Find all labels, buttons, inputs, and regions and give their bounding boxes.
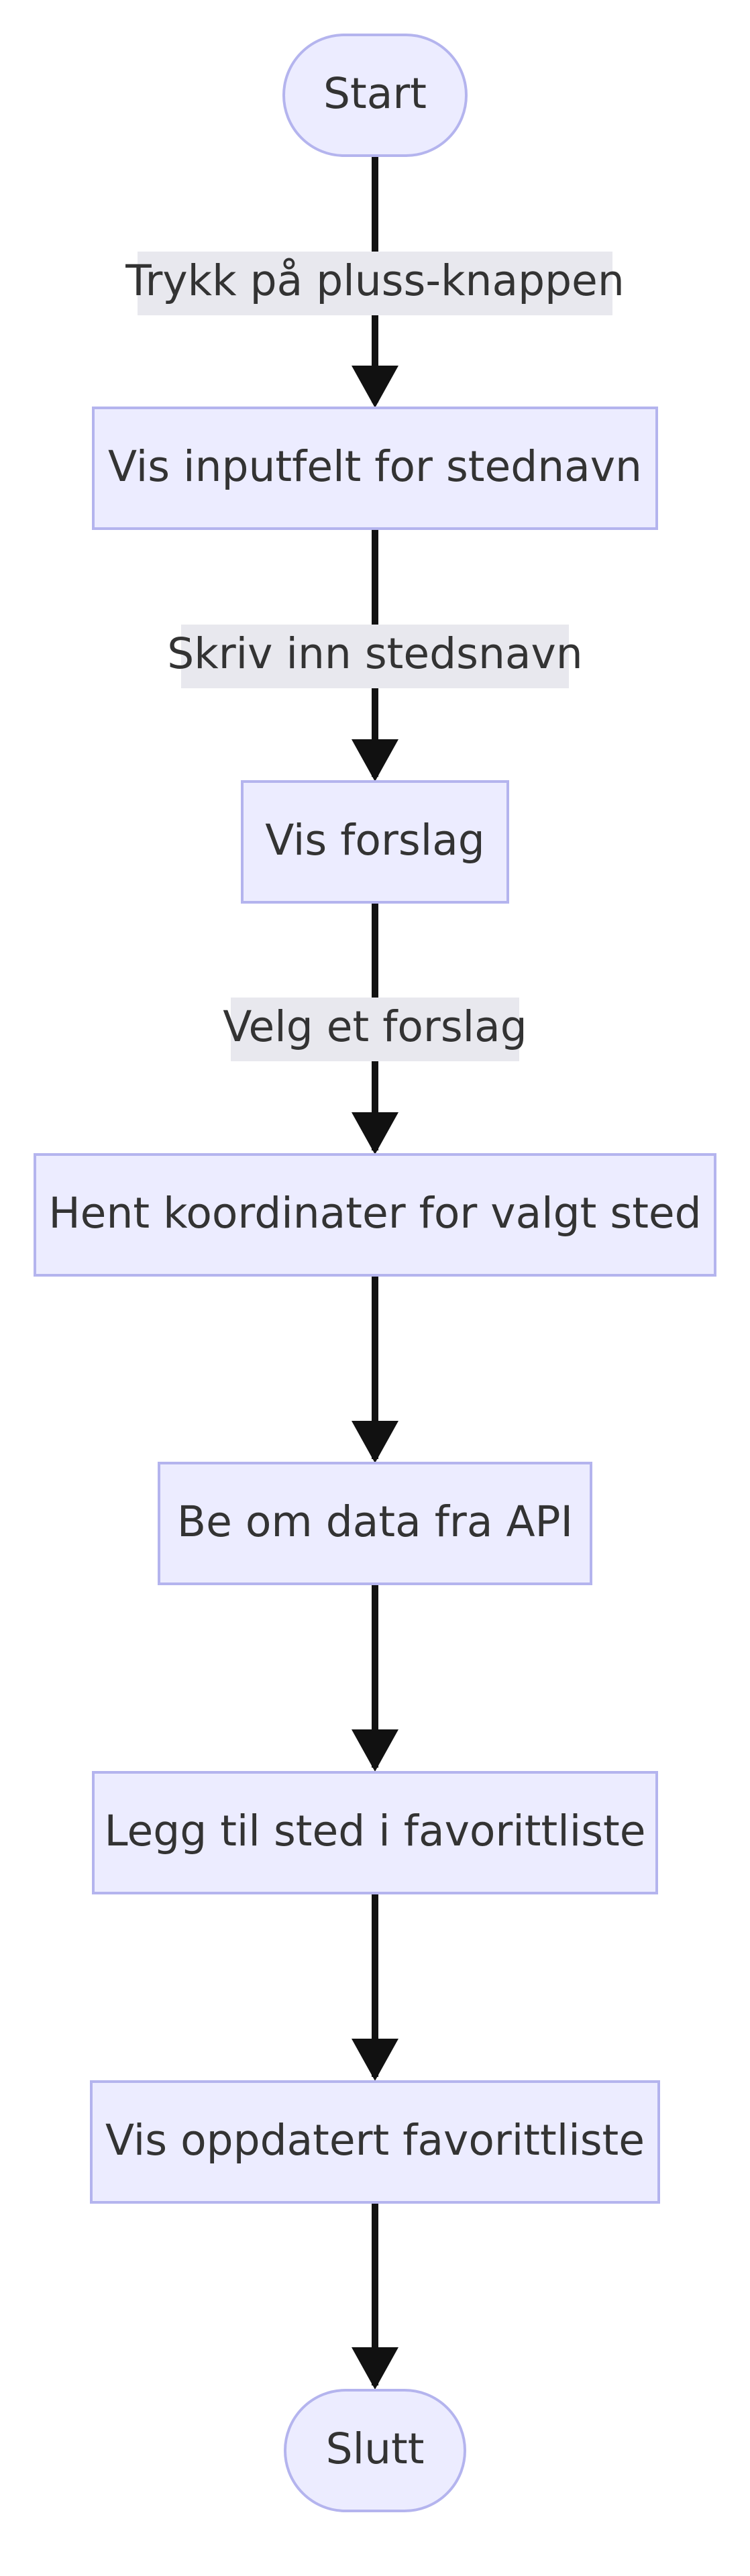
edge-label-background	[181, 625, 569, 688]
node-label: Vis forslag	[265, 816, 485, 865]
edge-label: Trykk på pluss-knappen	[125, 256, 625, 305]
node-label: Be om data fra API	[177, 1497, 573, 1546]
node-coordinates: Hent koordinater for valgt sted	[34, 1153, 716, 1277]
node-label: Vis oppdatert favorittliste	[105, 2116, 645, 2165]
edge-coordinates-to-api	[352, 1276, 398, 1463]
node-shape-rect	[158, 1462, 592, 1585]
node-end: Slutt	[284, 2389, 466, 2512]
arrowhead-icon	[352, 1421, 398, 1463]
edge-inputfield-to-suggestions: Skriv inn stedsnavn	[167, 529, 583, 782]
node-start: Start	[282, 34, 468, 157]
edge-label-background	[231, 998, 519, 1061]
edge-add-favorite-to-show-favorites	[352, 1894, 398, 2081]
node-shape-rect	[34, 1153, 716, 1277]
node-label: Legg til sted i favorittliste	[104, 1807, 645, 1856]
edges: Trykk på pluss-knappen Skriv inn stedsna…	[125, 156, 625, 2390]
node-label: Start	[323, 69, 427, 118]
node-shape-stadium	[284, 2389, 466, 2512]
arrowhead-icon	[352, 1729, 398, 1772]
node-suggestions: Vis forslag	[241, 780, 509, 904]
nodes: Start Vis inputfelt for stednavn Vis for…	[34, 34, 716, 2512]
arrowhead-icon	[352, 739, 398, 782]
node-shape-rect	[92, 1771, 658, 1894]
arrowhead-icon	[352, 1112, 398, 1155]
node-label: Hent koordinater for valgt sted	[48, 1189, 701, 1238]
node-add-favorite: Legg til sted i favorittliste	[92, 1771, 658, 1894]
edge-show-favorites-to-end	[352, 2202, 398, 2390]
edge-label: Velg et forslag	[223, 1002, 527, 1051]
edge-suggestions-to-coordinates: Velg et forslag	[223, 902, 527, 1155]
node-shape-rect	[90, 2080, 660, 2204]
node-show-favorites: Vis oppdatert favorittliste	[90, 2080, 660, 2204]
node-shape-rect	[241, 780, 509, 904]
arrowhead-icon	[352, 2039, 398, 2081]
node-api: Be om data fra API	[158, 1462, 592, 1585]
edge-api-to-add-favorite	[352, 1585, 398, 1772]
node-shape-stadium	[282, 34, 468, 157]
node-inputfield: Vis inputfelt for stednavn	[92, 407, 658, 530]
node-label: Slutt	[326, 2424, 425, 2473]
node-shape-rect	[92, 407, 658, 530]
edge-start-to-inputfield: Trykk på pluss-knappen	[125, 156, 625, 408]
arrowhead-icon	[352, 2347, 398, 2390]
edge-label-background	[138, 252, 612, 315]
arrowhead-icon	[352, 366, 398, 408]
edge-label: Skriv inn stedsnavn	[167, 629, 582, 678]
node-label: Vis inputfelt for stednavn	[108, 442, 642, 491]
